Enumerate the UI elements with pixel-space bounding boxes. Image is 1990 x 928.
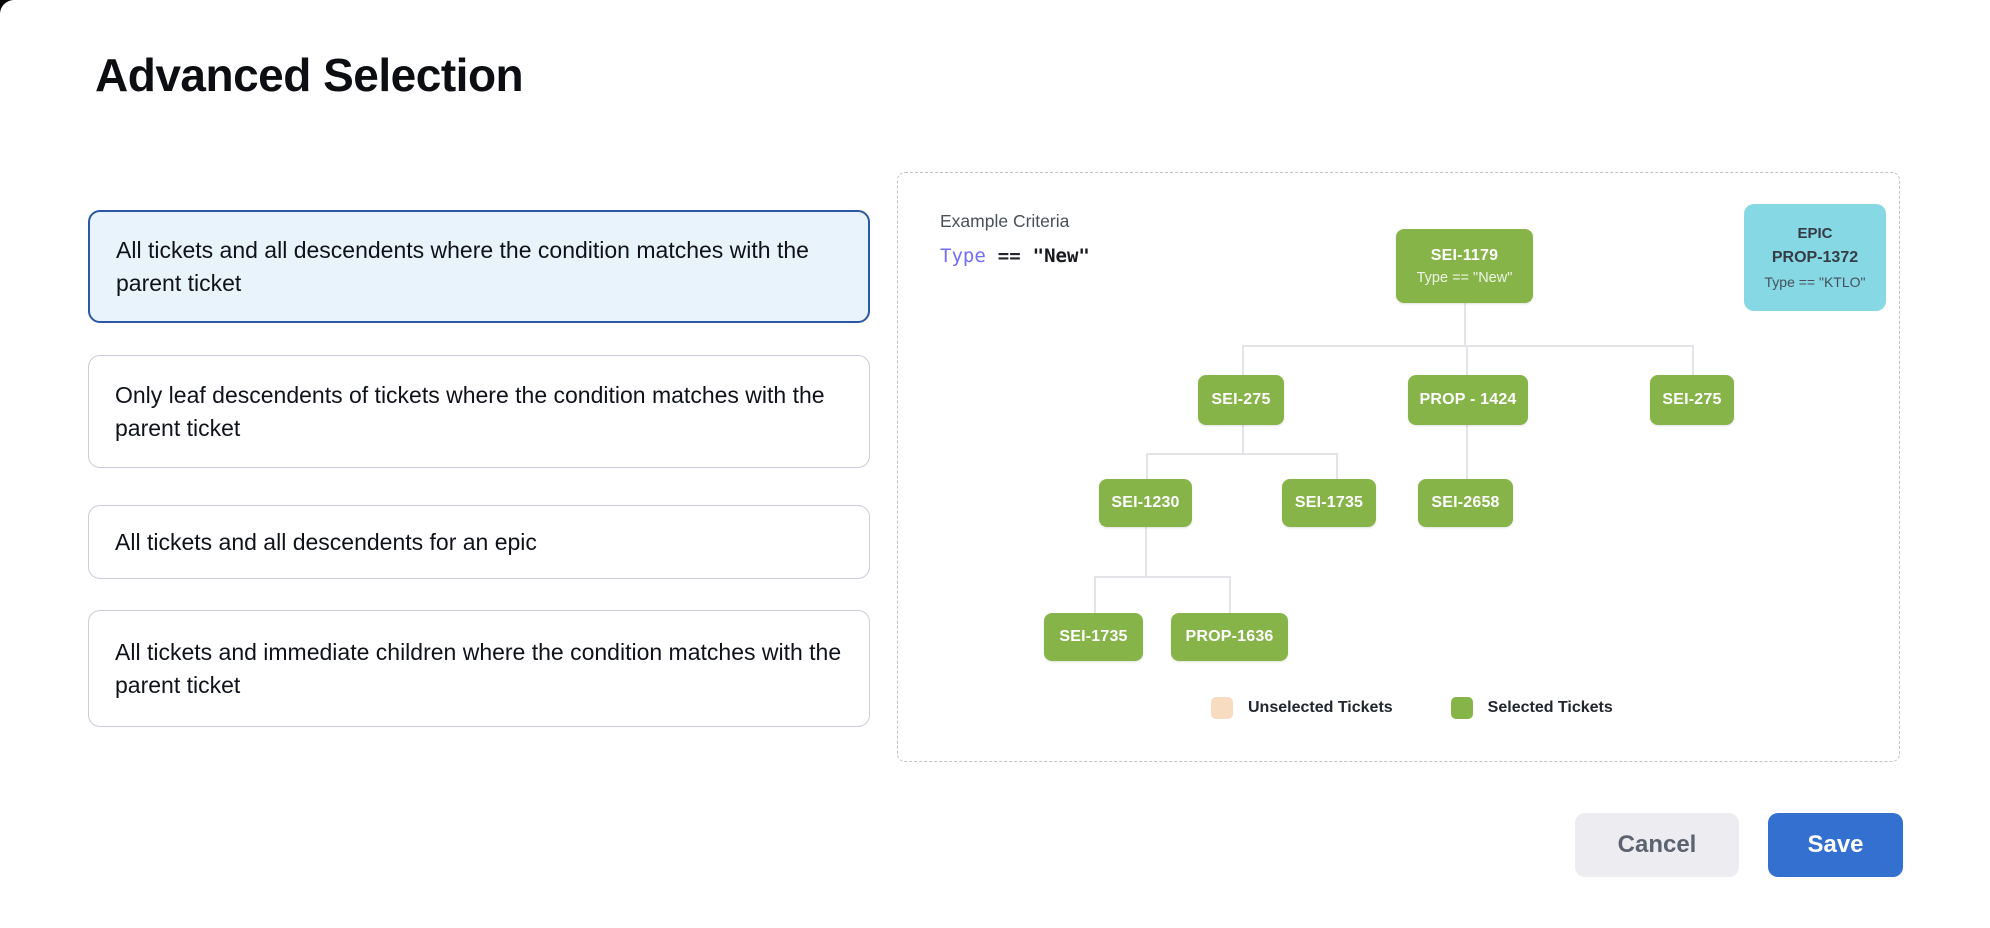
option-all-descendents-epic[interactable]: All tickets and all descendents for an e… — [88, 505, 870, 579]
example-criteria-heading: Example Criteria — [940, 211, 1070, 231]
legend-label: Unselected Tickets — [1248, 699, 1393, 716]
tree-connector — [1692, 345, 1694, 375]
option-label: All tickets and all descendents where th… — [116, 236, 809, 296]
save-button[interactable]: Save — [1768, 813, 1903, 877]
page-title: Advanced Selection — [95, 49, 524, 101]
tree-connector — [1242, 425, 1244, 453]
node-label: SEI-1735 — [1294, 494, 1364, 511]
node-label: SEI-1230 — [1111, 494, 1180, 511]
node-label: SEI-1179 — [1430, 246, 1499, 264]
criteria-operator: == — [997, 245, 1021, 267]
tree-node: SEI-2658 — [1418, 479, 1513, 527]
epic-ticket-id: PROP-1372 — [1771, 249, 1859, 266]
option-label: All tickets and immediate children where… — [115, 638, 842, 698]
tree-connector — [1145, 527, 1147, 576]
node-condition: Type == "New" — [1416, 269, 1513, 286]
option-label: Only leaf descendents of tickets where t… — [115, 381, 825, 441]
option-all-descendents-condition[interactable]: All tickets and all descendents where th… — [88, 210, 870, 323]
tree-node: SEI-1230 — [1099, 479, 1192, 527]
tree-connector — [1466, 425, 1468, 479]
tree-node-root: SEI-1179 Type == "New" — [1396, 229, 1533, 303]
example-diagram-panel: Example Criteria Type == "New" EPIC PROP-1… — [897, 172, 1900, 762]
tree-node: PROP-1636 — [1171, 613, 1288, 661]
cancel-button[interactable]: Cancel — [1575, 813, 1739, 877]
tree-connector — [1146, 453, 1148, 479]
tree-node: SEI-1735 — [1282, 479, 1376, 527]
selected-color-swatch — [1450, 697, 1473, 719]
epic-condition: Type == "KTLO" — [1764, 274, 1866, 290]
example-criteria-expression: Type == "New" — [940, 245, 1090, 267]
tree-node: PROP - 1424 — [1408, 375, 1528, 425]
criteria-value: "New" — [1032, 245, 1090, 267]
tree-node: SEI-1735 — [1044, 613, 1143, 661]
legend-item-selected: Selected Tickets — [1450, 697, 1613, 719]
legend-label: Selected Tickets — [1487, 699, 1613, 716]
epic-type-label: EPIC — [1797, 225, 1833, 242]
option-label: All tickets and all descendents for an e… — [115, 528, 537, 555]
tree-connector — [1146, 453, 1336, 455]
tree-connector — [1229, 576, 1231, 613]
epic-card: EPIC PROP-1372 Type == "KTLO" — [1744, 204, 1886, 311]
criteria-field: Type — [940, 245, 986, 267]
tree-node: SEI-275 — [1198, 375, 1284, 425]
tree-connector — [1094, 576, 1096, 613]
tree-node: SEI-275 — [1650, 375, 1734, 425]
tree-connector — [1464, 303, 1466, 345]
node-label: SEI-1735 — [1059, 628, 1128, 645]
option-leaf-descendents-condition[interactable]: Only leaf descendents of tickets where t… — [88, 355, 870, 468]
node-label: PROP - 1424 — [1419, 391, 1517, 408]
tree-connector — [1336, 453, 1338, 479]
option-immediate-children-condition[interactable]: All tickets and immediate children where… — [88, 610, 870, 727]
node-label: PROP-1636 — [1185, 628, 1274, 645]
tree-connector — [1466, 345, 1468, 375]
unselected-color-swatch — [1211, 697, 1233, 719]
legend: Unselected Tickets Selected Tickets — [1211, 697, 1613, 719]
tree-connector — [1094, 576, 1229, 578]
legend-item-unselected: Unselected Tickets — [1211, 697, 1393, 719]
node-label: SEI-2658 — [1431, 494, 1500, 511]
tree-connector — [1242, 345, 1244, 375]
node-label: SEI-275 — [1211, 391, 1271, 408]
node-label: SEI-275 — [1662, 391, 1722, 408]
